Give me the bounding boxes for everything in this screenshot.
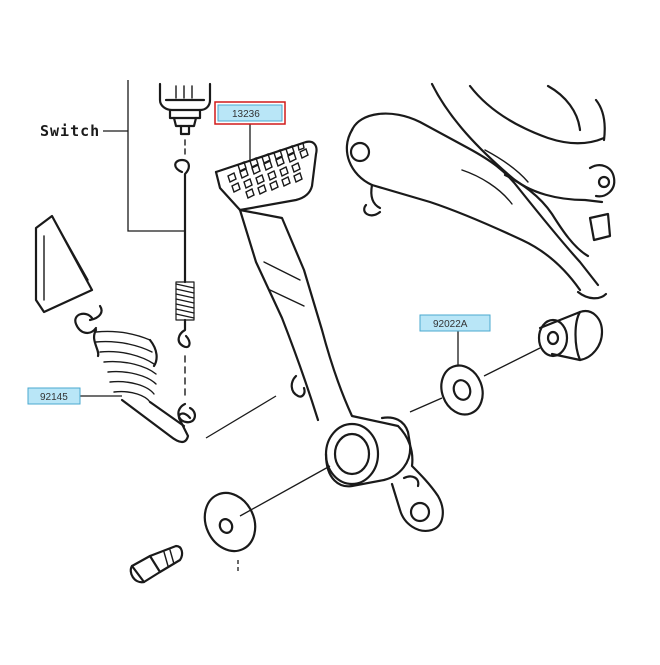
washer-92022a bbox=[440, 364, 484, 416]
brake-light-switch bbox=[158, 82, 212, 136]
brake-pedal bbox=[214, 140, 444, 532]
callout-13236[interactable]: 13236 bbox=[214, 101, 286, 160]
pedal-tread bbox=[227, 142, 309, 199]
callout-92022a[interactable]: 92022A bbox=[419, 314, 491, 366]
callout-92145-box bbox=[27, 387, 81, 405]
rubber-block bbox=[34, 214, 94, 314]
pivot-collar bbox=[537, 310, 604, 362]
switch-label-group: Switch bbox=[40, 80, 185, 232]
callout-13236-label: 13236 bbox=[232, 109, 260, 120]
frame-bracket bbox=[345, 82, 616, 300]
switch-label: Switch bbox=[40, 122, 100, 140]
callout-13236-inner bbox=[217, 104, 283, 122]
mounting-bolt bbox=[129, 544, 239, 584]
callout-92022a-label: 92022A bbox=[433, 319, 468, 330]
switch-spring bbox=[174, 139, 196, 424]
callout-92145[interactable]: 92145 bbox=[27, 387, 122, 405]
callout-92022a-box bbox=[419, 314, 491, 332]
flat-washer bbox=[203, 491, 257, 553]
assembly-axis-lines bbox=[205, 347, 541, 517]
return-spring bbox=[74, 304, 192, 444]
callout-92145-label: 92145 bbox=[40, 392, 68, 403]
